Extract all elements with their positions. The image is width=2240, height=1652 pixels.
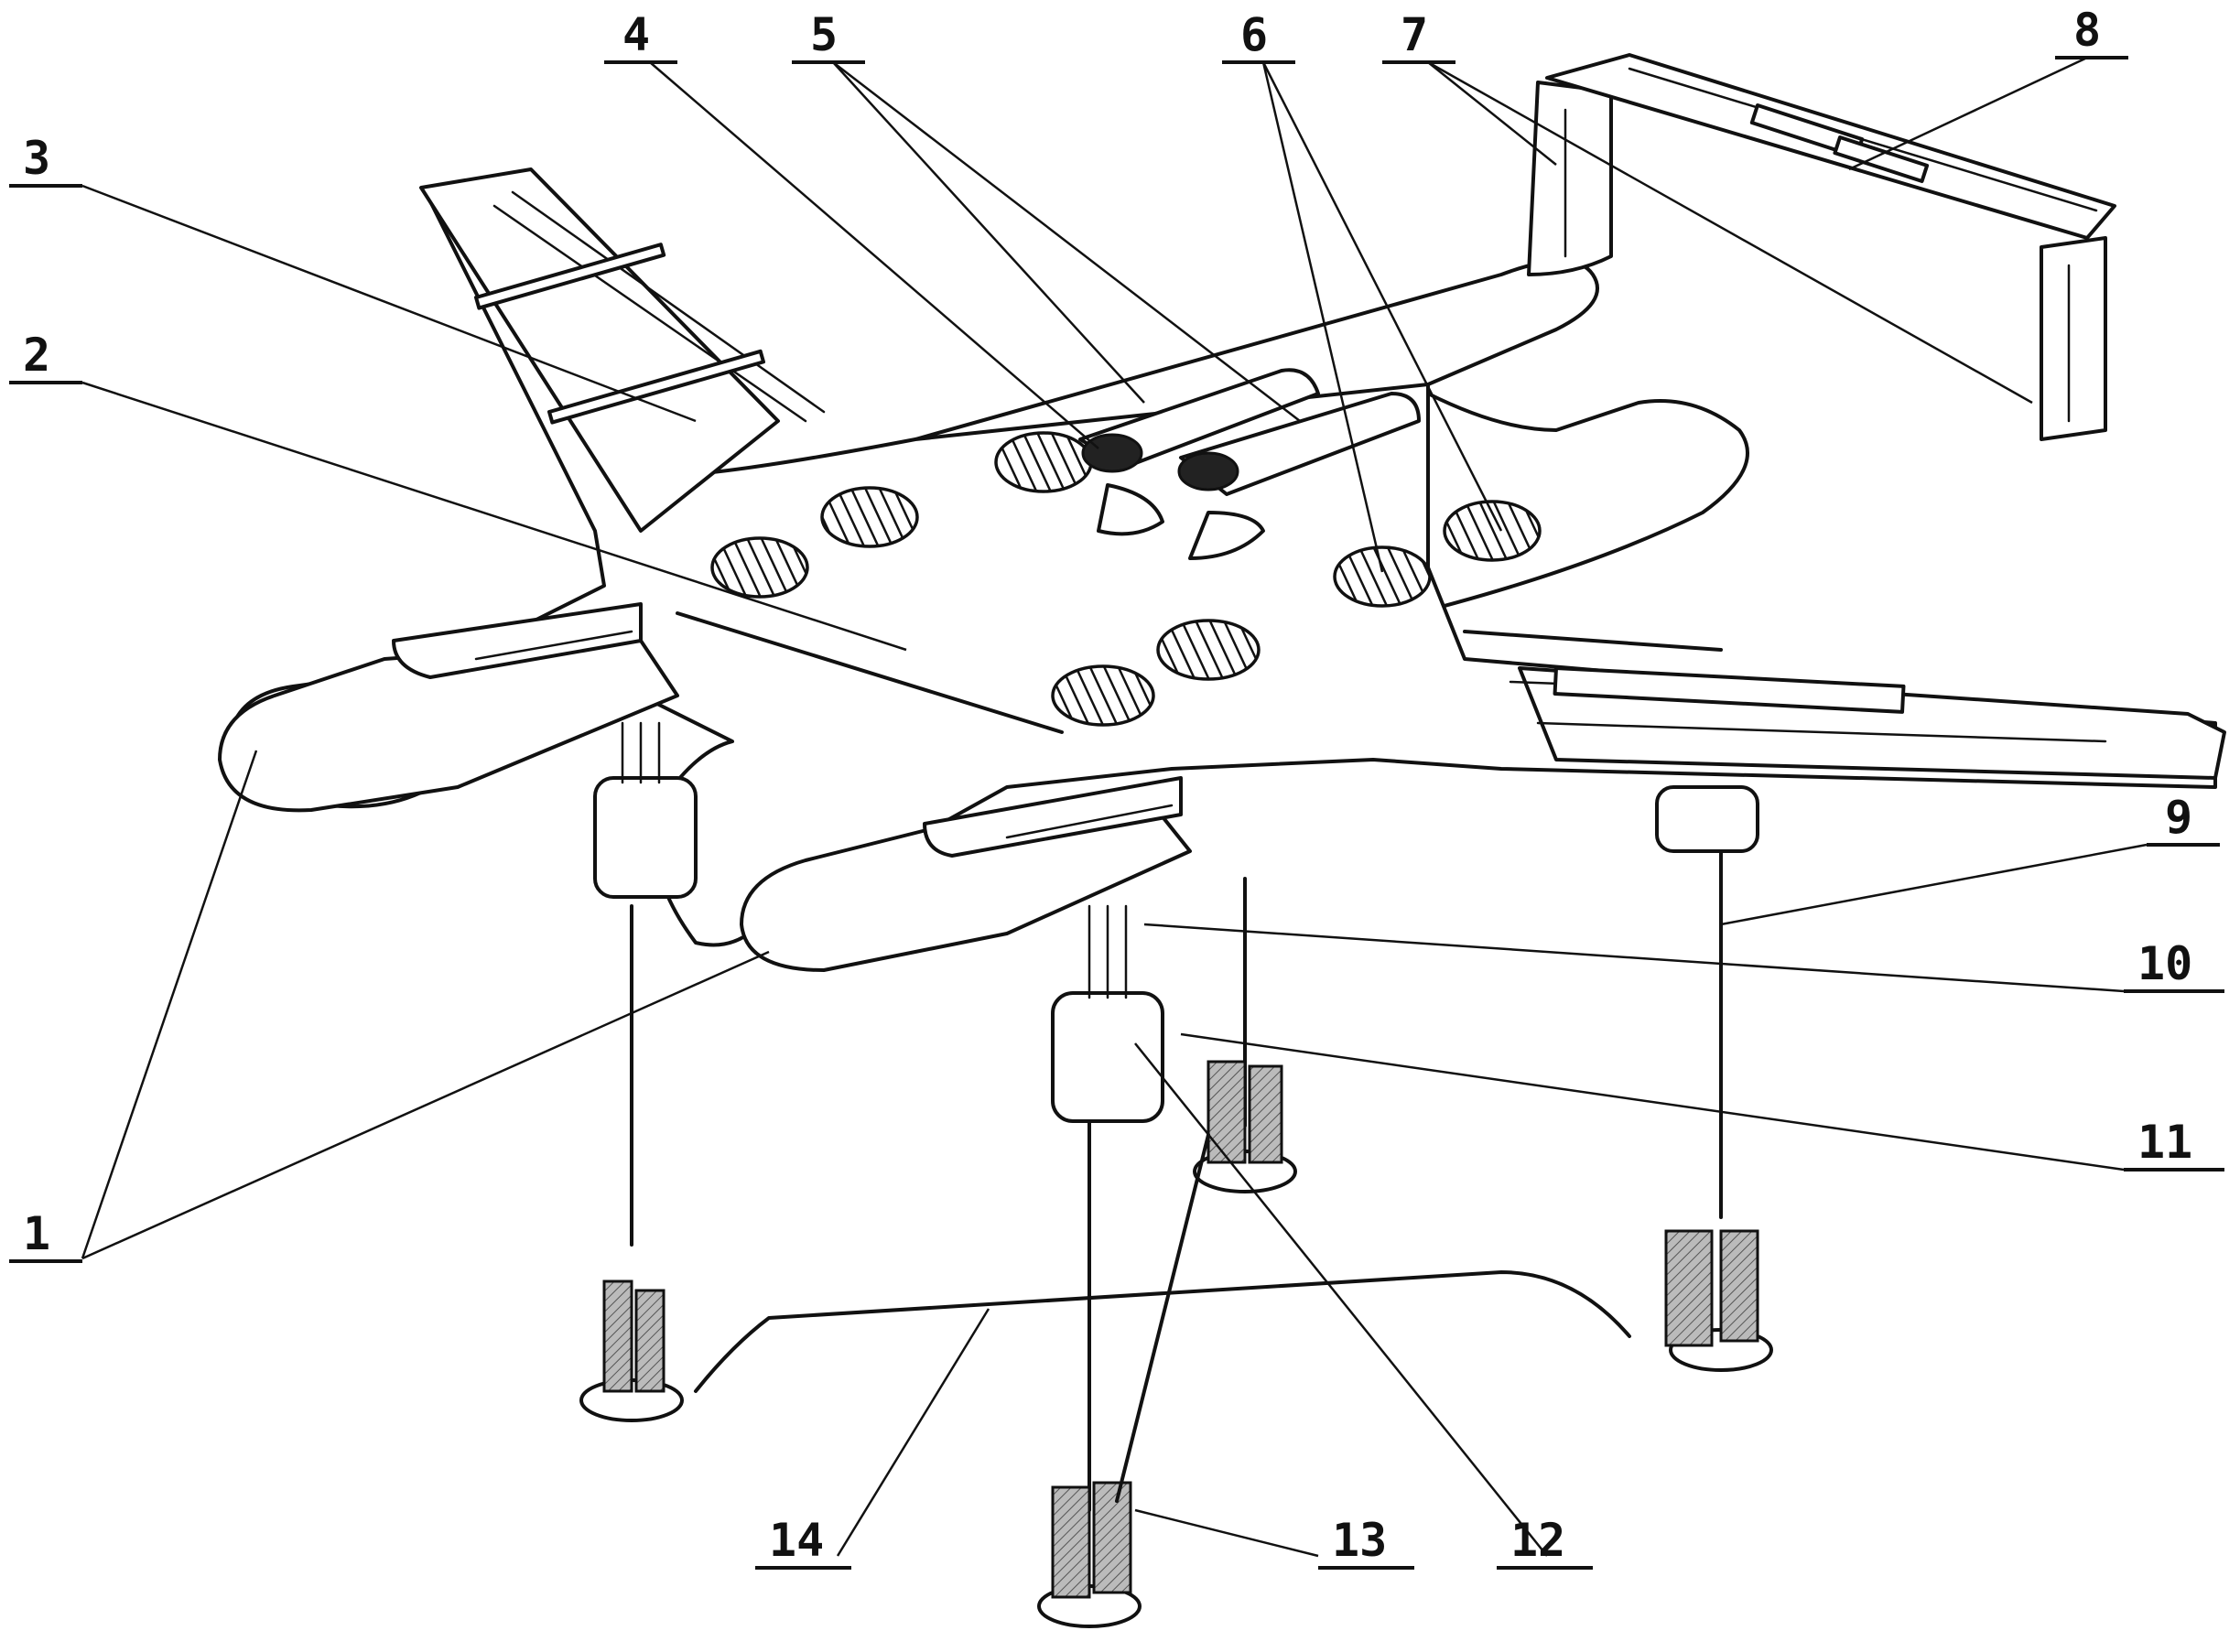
skid-pad	[1039, 1483, 1140, 1626]
lift-fan	[1053, 666, 1153, 725]
svg-text:11: 11	[2137, 1116, 2192, 1169]
skid-pad	[581, 1281, 682, 1420]
svg-text:14: 14	[769, 1514, 824, 1567]
svg-text:7: 7	[1401, 8, 1428, 61]
engine-intake	[1179, 453, 1238, 490]
lift-fan	[1335, 547, 1430, 606]
lift-fan	[1158, 621, 1259, 679]
callout-13: 13	[1135, 1510, 1414, 1568]
svg-text:1: 1	[23, 1207, 50, 1260]
svg-text:10: 10	[2137, 937, 2192, 990]
svg-text:6: 6	[1240, 8, 1268, 61]
svg-text:4: 4	[622, 8, 650, 61]
svg-text:5: 5	[810, 8, 838, 61]
svg-text:2: 2	[23, 329, 50, 382]
callout-12: 12	[1135, 1043, 1593, 1568]
lift-fan	[822, 488, 917, 546]
svg-text:3: 3	[23, 132, 50, 185]
lift-fan	[996, 433, 1091, 491]
callout-14: 14	[755, 1309, 989, 1568]
skid-pad	[1666, 1231, 1771, 1370]
gear-housing	[1657, 787, 1758, 851]
callout-11: 11	[1181, 1034, 2224, 1170]
callout-10: 10	[1144, 924, 2224, 991]
lift-fan	[712, 538, 807, 597]
svg-text:9: 9	[2165, 791, 2192, 844]
engine-intake	[1083, 435, 1142, 471]
skid-pad	[1195, 1062, 1295, 1192]
svg-text:8: 8	[2073, 4, 2101, 57]
callout-9: 9	[1721, 791, 2220, 924]
svg-text:13: 13	[1332, 1514, 1387, 1567]
gear-housing	[595, 778, 696, 897]
